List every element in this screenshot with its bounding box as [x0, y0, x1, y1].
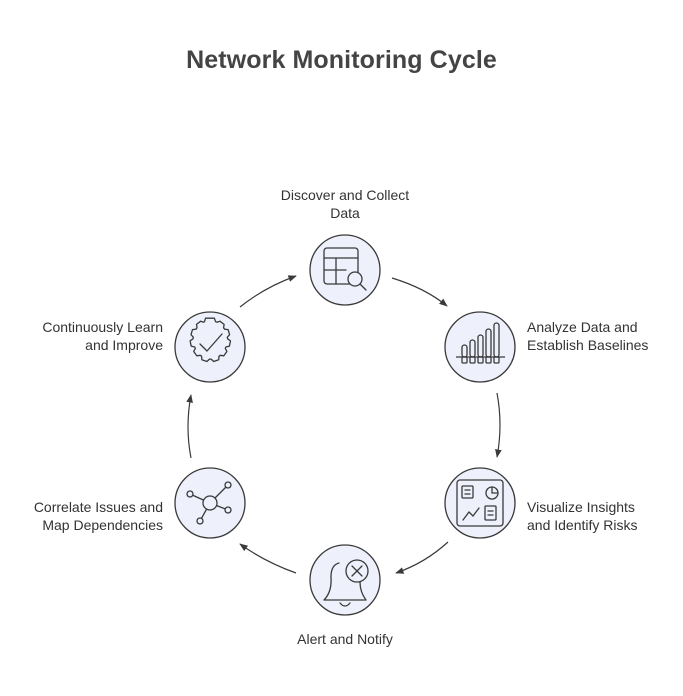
arrow-correlate-to-learn	[186, 394, 193, 459]
step-label-discover: Discover and Collect Data	[280, 187, 410, 221]
arrow-learn-to-discover	[239, 275, 297, 308]
bar-chart-icon	[456, 322, 505, 364]
step-label-visualize: Visualize Insights and Identify Risks	[527, 499, 638, 533]
network-hub-icon	[186, 481, 232, 525]
node-analyze	[444, 311, 516, 383]
step-label-learn: Continuously Learn and Improve	[42, 319, 163, 353]
arrow-alert-to-correlate	[239, 543, 297, 574]
gear-check-icon	[189, 317, 232, 363]
arrow-visualize-to-alert	[395, 541, 449, 574]
step-label-analyze: Analyze Data and Establish Baselines	[527, 319, 649, 353]
node-visualize	[444, 467, 516, 539]
dashboard-icon	[456, 479, 504, 527]
arrow-discover-to-analyze	[391, 277, 448, 307]
node-alert	[309, 544, 381, 616]
table-search-icon	[323, 247, 367, 291]
arrow-analyze-to-visualize	[495, 392, 502, 458]
step-label-correlate: Correlate Issues and Map Dependencies	[33, 499, 163, 533]
step-label-alert: Alert and Notify	[297, 631, 393, 647]
diagram-title: Network Monitoring Cycle	[186, 46, 497, 74]
bell-alert-icon	[323, 559, 369, 607]
